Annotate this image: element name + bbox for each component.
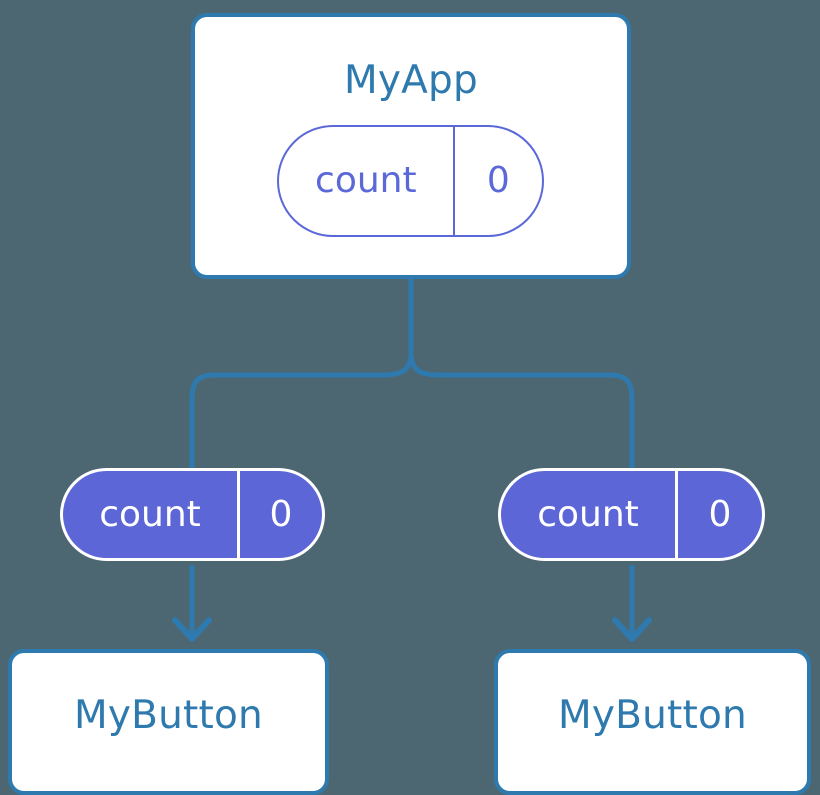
connector-fork-left bbox=[189, 351, 414, 468]
component-title-mybutton: MyButton bbox=[74, 692, 263, 738]
component-title-mybutton: MyButton bbox=[558, 692, 747, 738]
state-key-label: count bbox=[63, 471, 240, 558]
state-pill-myapp[interactable]: count 0 bbox=[277, 125, 544, 237]
state-key-label: count bbox=[279, 127, 455, 235]
state-pill-child-left[interactable]: count 0 bbox=[60, 468, 325, 561]
state-pill-child-right[interactable]: count 0 bbox=[498, 468, 765, 561]
connector-fork-right bbox=[408, 351, 635, 468]
component-card-mybutton-left[interactable]: MyButton bbox=[8, 649, 329, 795]
state-value-label: 0 bbox=[708, 493, 732, 535]
component-card-mybutton-right[interactable]: MyButton bbox=[494, 649, 811, 795]
arrow-right-head-icon bbox=[612, 617, 652, 642]
diagram-canvas: MyApp count 0 count 0 count 0 MyButton M… bbox=[8, 13, 811, 795]
state-value-label: 0 bbox=[486, 160, 510, 201]
arrow-left-head-icon bbox=[172, 617, 212, 642]
state-key-label: count bbox=[501, 471, 678, 558]
component-title-myapp: MyApp bbox=[344, 58, 478, 103]
state-value-label: 0 bbox=[269, 493, 293, 535]
